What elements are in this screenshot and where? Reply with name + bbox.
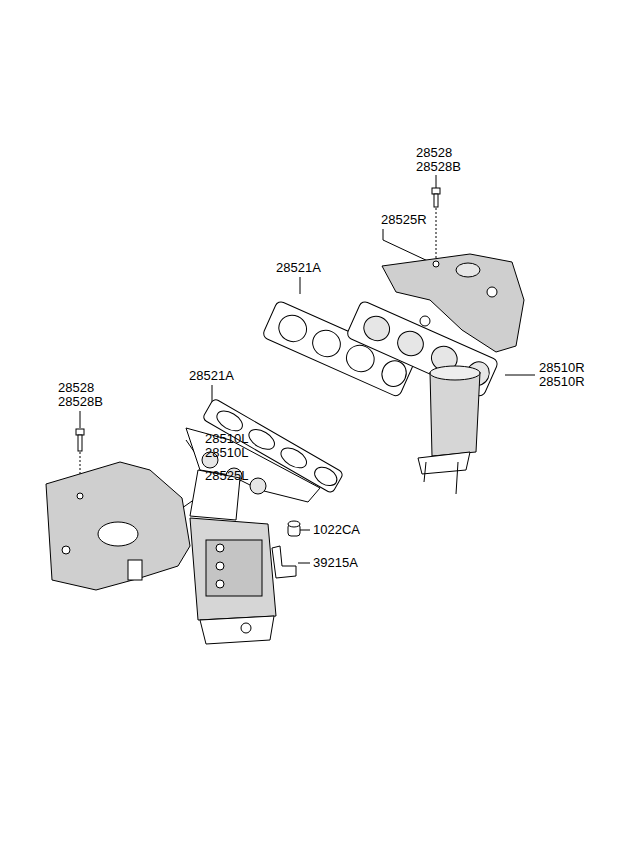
part-number: 28510L [205, 432, 248, 446]
exhaust-manifold [186, 428, 320, 644]
heat-shield [46, 462, 190, 590]
leader-line [436, 208, 437, 262]
leader-line [212, 385, 213, 402]
leader-line [80, 411, 81, 428]
part-number: 28510R [539, 375, 585, 389]
part-number: 1022CA [313, 523, 360, 537]
bracket [272, 546, 296, 578]
part-number: 28528B [416, 160, 461, 174]
exhaust-manifold [346, 300, 499, 494]
part-number: 28528 [416, 146, 452, 160]
bolt [76, 429, 84, 451]
part-number: 28525R [381, 213, 427, 227]
leader-line [300, 530, 310, 531]
part-number: 28521A [189, 369, 234, 383]
part-number: 39215A [313, 556, 358, 570]
leader-line [300, 277, 301, 294]
leader-line [436, 175, 437, 188]
nut [288, 521, 300, 536]
part-number: 28521A [276, 261, 321, 275]
leader-line [505, 375, 535, 376]
part-number: 28510R [539, 361, 585, 375]
part-number: 28525L [205, 469, 248, 483]
part-number: 28528 [58, 381, 94, 395]
part-number: 28510L [205, 446, 248, 460]
bolt [432, 188, 440, 207]
leader-line [383, 229, 430, 262]
part-number: 28528B [58, 395, 103, 409]
leader-line [298, 563, 310, 564]
